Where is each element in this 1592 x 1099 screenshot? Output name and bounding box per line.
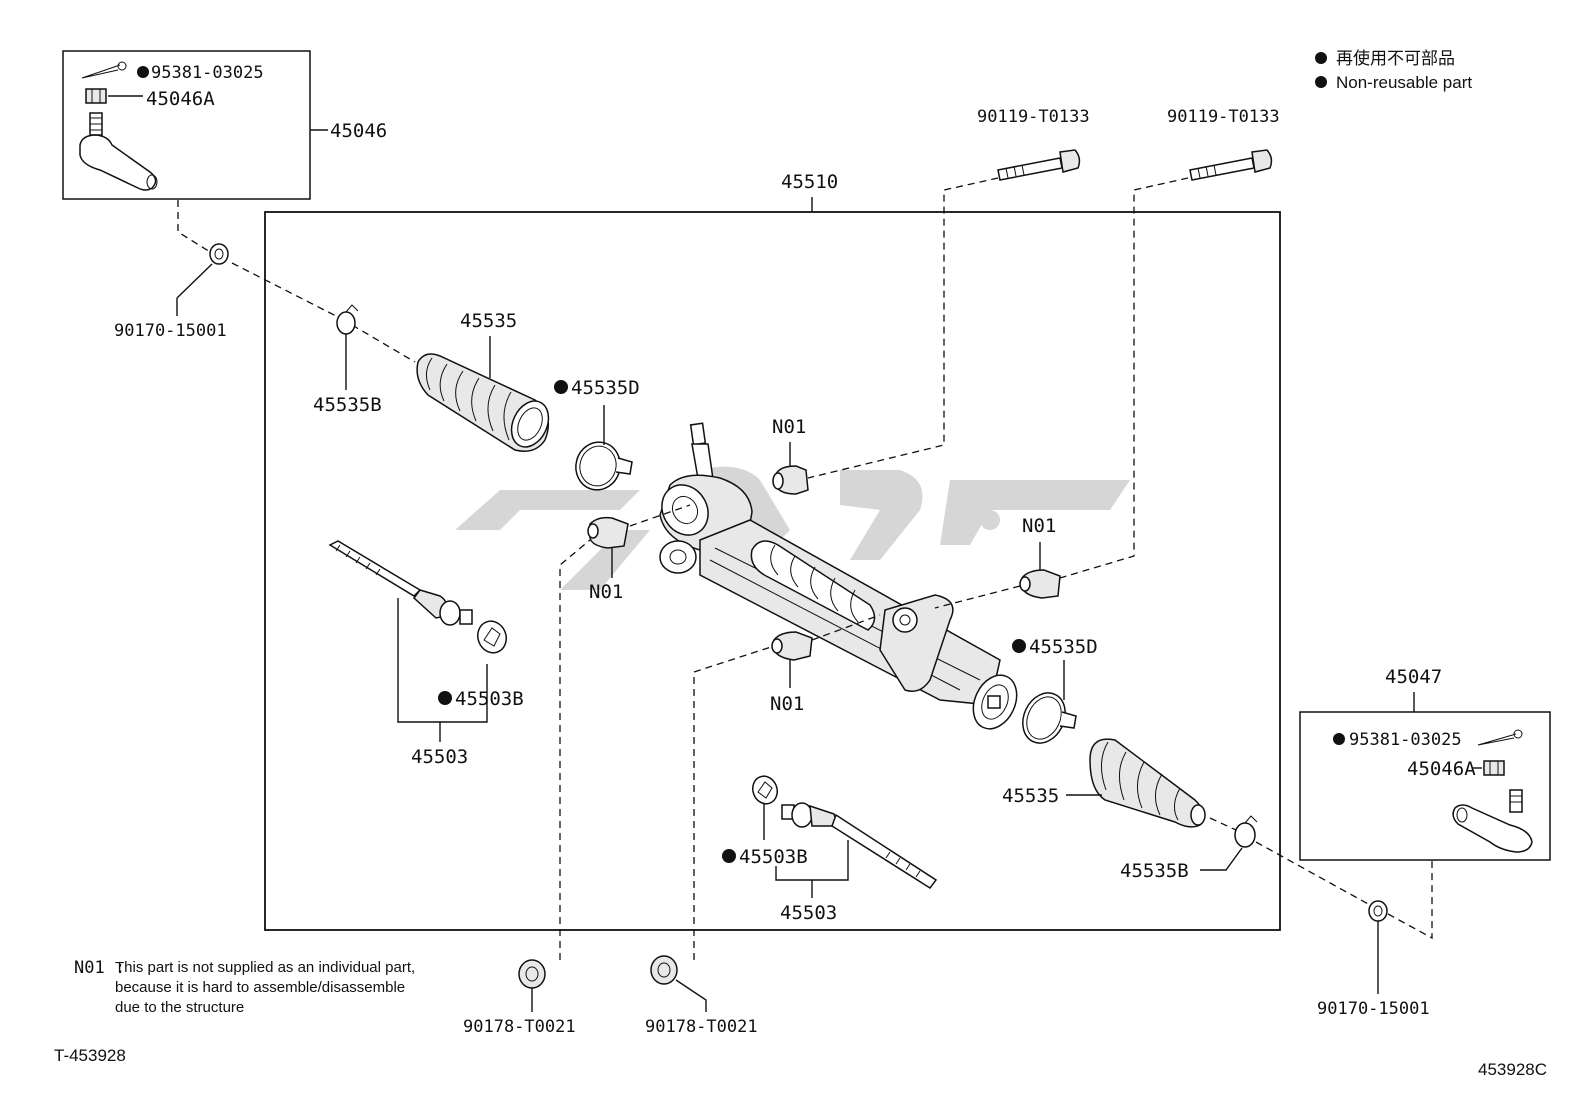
bushing-icon — [1019, 569, 1061, 599]
tie-rod-end-icon — [1452, 789, 1533, 853]
flange-nut-icon — [518, 959, 546, 989]
label-bushing-right: N01 — [1022, 515, 1056, 537]
leader-bracket — [397, 598, 488, 723]
bushing-icon — [772, 465, 809, 495]
rack-boot-icon — [416, 353, 550, 452]
label-bushing-left: N01 — [589, 581, 623, 603]
tie-rod-end-right-box — [1299, 711, 1551, 861]
bushing-icon — [771, 631, 813, 661]
mount-axis-top-right — [807, 177, 999, 479]
inner-tie-rod-icon — [328, 540, 473, 626]
flange-nut-icon — [650, 955, 678, 985]
legend-bullet-icon — [1315, 76, 1327, 88]
castle-nut-icon — [85, 88, 143, 104]
boot-clamp-icon — [575, 441, 633, 491]
inner-tie-rod-icon — [781, 802, 938, 890]
mount-axis-bottom — [693, 614, 881, 960]
boot-clamp-icon — [1022, 692, 1077, 744]
label-rod-right: 45503 — [780, 902, 837, 924]
label-lock-nut-left: 90170-15001 — [114, 321, 227, 341]
legend-japanese: 再使用不可部品 — [1336, 48, 1455, 68]
figure-id-left: T-453928 — [54, 1046, 126, 1065]
non-reusable-bullet-icon — [722, 849, 736, 863]
label-bushing-top: N01 — [772, 416, 806, 438]
bushing-icon — [587, 516, 629, 549]
mount-axis-left — [559, 504, 691, 960]
label-tie-end-right-assy: 45047 — [1385, 666, 1442, 688]
label-cotter-left: 95381-03025 — [151, 63, 264, 83]
flange-bolt-icon — [997, 149, 1081, 181]
cotter-pin-icon — [81, 61, 127, 79]
legend: 再使用不可部品 Non-reusable part — [1315, 48, 1472, 92]
rack-boot-icon — [1089, 738, 1206, 828]
steering-gear-housing — [659, 422, 1018, 730]
label-nut-bottom-right: 90178-T0021 — [645, 1017, 758, 1037]
label-lock-nut-right: 90170-15001 — [1317, 999, 1430, 1019]
label-bolt-b: 90119-T0133 — [1167, 107, 1280, 127]
assembly-axis-left — [177, 200, 416, 363]
flange-bolt-icon — [1189, 149, 1273, 181]
label-cotter-right: 95381-03025 — [1349, 730, 1462, 750]
label-clamp-left: 45535D — [571, 377, 640, 399]
leader-line — [675, 979, 707, 1012]
castle-nut-icon — [1472, 760, 1505, 776]
non-reusable-bullet-icon — [1012, 639, 1026, 653]
footnote-prefix: N01 : — [74, 958, 125, 978]
label-nut-bottom-left: 90178-T0021 — [463, 1017, 576, 1037]
label-washer-right: 45503B — [739, 846, 808, 868]
leader-line — [176, 263, 213, 299]
boot-clip-icon — [336, 304, 359, 335]
leader-line — [1200, 847, 1243, 871]
label-bushing-bottom: N01 — [770, 693, 804, 715]
boot-clip-icon — [1234, 815, 1258, 848]
label-tie-end-left-assy: 45046 — [330, 120, 387, 142]
tie-rod-end-left-box — [62, 50, 311, 200]
tie-rod-end-icon — [79, 112, 158, 191]
footnote-line-1: This part is not supplied as an individu… — [115, 959, 415, 976]
label-rack-assy: 45510 — [781, 171, 838, 193]
footnote: N01 : This part is not supplied as an in… — [74, 958, 415, 1016]
label-boot-right: 45535 — [1002, 785, 1059, 807]
rack-assembly-frame — [264, 211, 1281, 931]
non-reusable-bullet-icon — [137, 66, 149, 78]
claw-washer-icon — [477, 620, 507, 654]
claw-washer-icon — [751, 775, 779, 805]
label-clamp-right: 45535D — [1029, 636, 1098, 658]
label-nut-left: 45046A — [146, 88, 215, 110]
footnote-line-2: because it is hard to assemble/disassemb… — [115, 979, 405, 996]
label-boot-left: 45535 — [460, 310, 517, 332]
label-clip-right: 45535B — [1120, 860, 1189, 882]
label-clip-left: 45535B — [313, 394, 382, 416]
cotter-pin-icon — [1477, 729, 1523, 746]
label-nut-right: 45046A — [1407, 758, 1476, 780]
figure-id-right: 453928C — [1478, 1060, 1547, 1079]
mount-axis-right — [934, 177, 1189, 609]
footnote-line-3: due to the structure — [115, 999, 244, 1016]
legend-english: Non-reusable part — [1336, 73, 1472, 92]
label-washer-left: 45503B — [455, 688, 524, 710]
legend-bullet-icon — [1315, 52, 1327, 64]
lock-nut-icon — [209, 243, 229, 265]
lock-nut-icon — [1368, 900, 1388, 922]
non-reusable-bullet-icon — [1333, 733, 1345, 745]
label-bolt-a: 90119-T0133 — [977, 107, 1090, 127]
assembly-axis-right — [1209, 817, 1433, 940]
non-reusable-bullet-icon — [554, 380, 568, 394]
non-reusable-bullet-icon — [438, 691, 452, 705]
label-rod-left: 45503 — [411, 746, 468, 768]
